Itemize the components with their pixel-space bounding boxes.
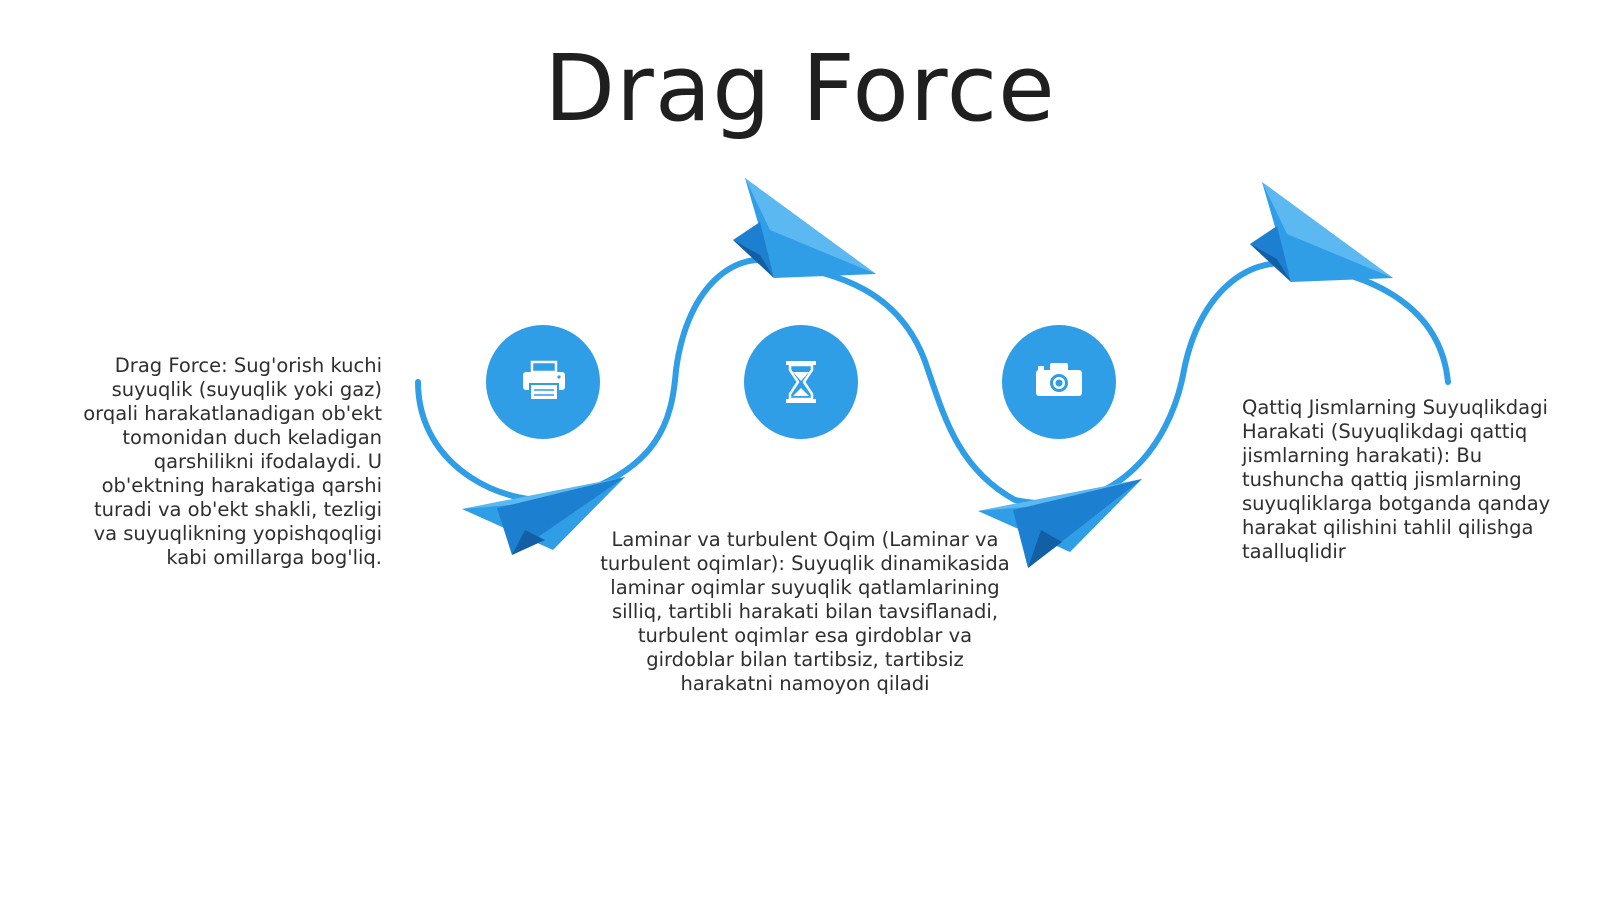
slide-title: Drag Force: [544, 35, 1056, 142]
paper-plane-icon: [1250, 182, 1393, 282]
step-2-circle: [744, 325, 858, 439]
paper-plane-icon: [978, 479, 1142, 568]
step-3-description: Qattiq Jismlarning Suyuqlikdagi Harakati…: [1242, 396, 1551, 563]
wave-connector-line: [415, 257, 1451, 507]
printer-icon: [523, 360, 565, 401]
step-3-circle: [1002, 325, 1116, 439]
step-2-description: Laminar va turbulent Oqim (Laminar va tu…: [600, 528, 1010, 695]
step-1-description: Drag Force: Sug'orish kuchi suyuqlik (su…: [83, 354, 382, 569]
camera-icon: [1036, 363, 1082, 396]
paper-plane-icon: [733, 178, 876, 278]
hourglass-icon: [786, 361, 816, 403]
paper-plane-icon: [462, 477, 625, 555]
step-1-circle: [486, 325, 600, 439]
